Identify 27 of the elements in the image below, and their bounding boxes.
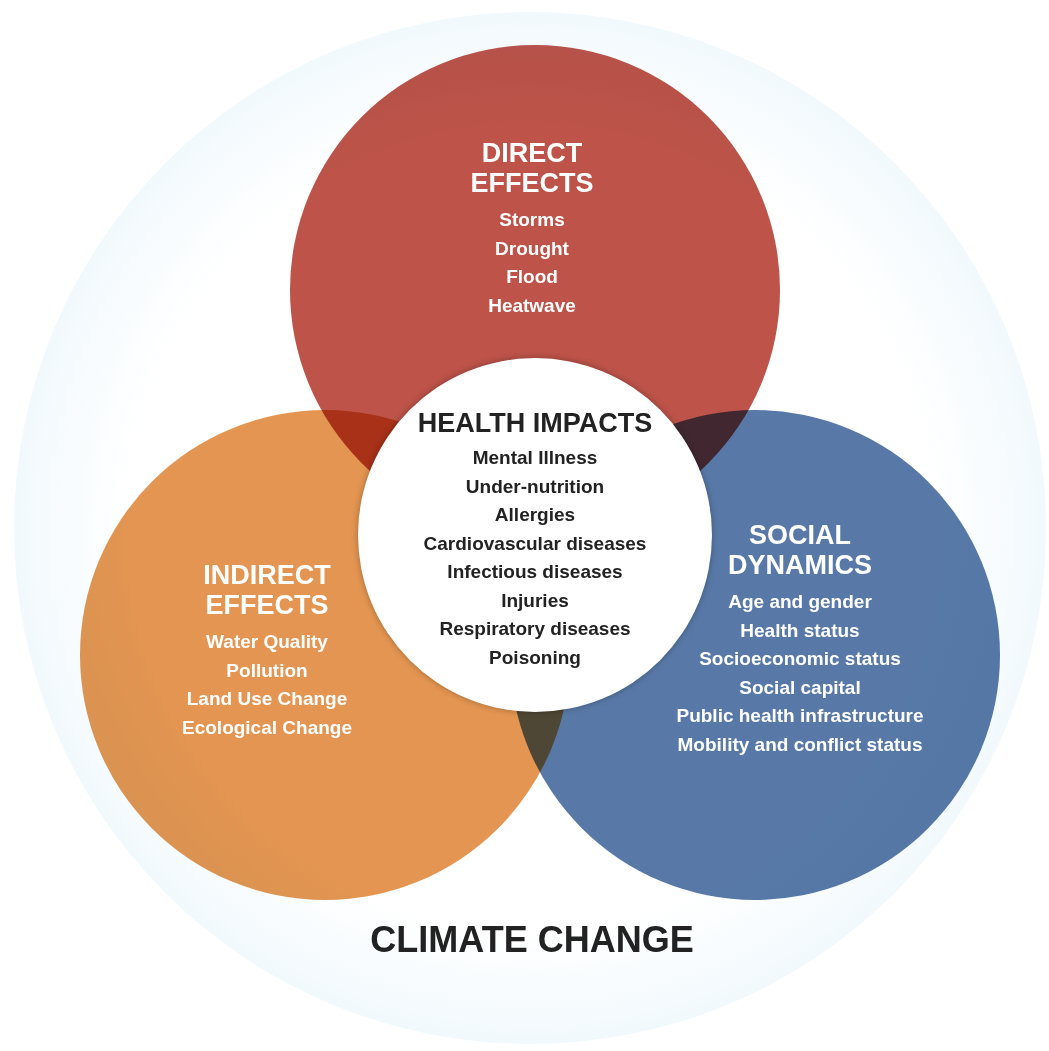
list-item: Public health infrastructure	[676, 704, 924, 728]
list-item: Health status	[740, 618, 860, 643]
list-item: Injuries	[501, 588, 569, 613]
list-item: Under-nutrition	[465, 474, 605, 499]
list-item: Storms	[499, 208, 565, 232]
list-item: Mental Illness	[472, 446, 598, 470]
circle-heading: DIRECT EFFECTS	[469, 138, 595, 198]
list-item: Socioeconomic status	[699, 647, 901, 671]
list-item: Age and gender	[728, 590, 872, 614]
list-item: Heatwave	[488, 293, 576, 318]
list-item: Cardiovascular diseases	[423, 531, 647, 556]
list-item: Mobility and conflict status	[677, 732, 923, 757]
list-item: Respiratory diseases	[439, 617, 631, 641]
circle-heading: INDIRECT EFFECTS	[202, 560, 332, 620]
list-item: Ecological Change	[182, 715, 352, 740]
list-item: Infectious diseases	[447, 560, 623, 584]
list-item: Flood	[506, 265, 558, 289]
circle-heading: CLIMATE CHANGE	[370, 925, 694, 955]
list-item: Allergies	[494, 503, 576, 527]
list-item: Poisoning	[489, 645, 581, 670]
list-item: Social capital	[739, 675, 861, 700]
circle-heading: HEALTH IMPACTS	[417, 408, 653, 438]
list-item: Water Quality	[206, 630, 328, 654]
list-item: Land Use Change	[186, 687, 348, 711]
list-item: Pollution	[226, 658, 308, 683]
list-item: Drought	[495, 236, 569, 261]
circle-heading: SOCIAL DYNAMICS	[727, 520, 873, 580]
